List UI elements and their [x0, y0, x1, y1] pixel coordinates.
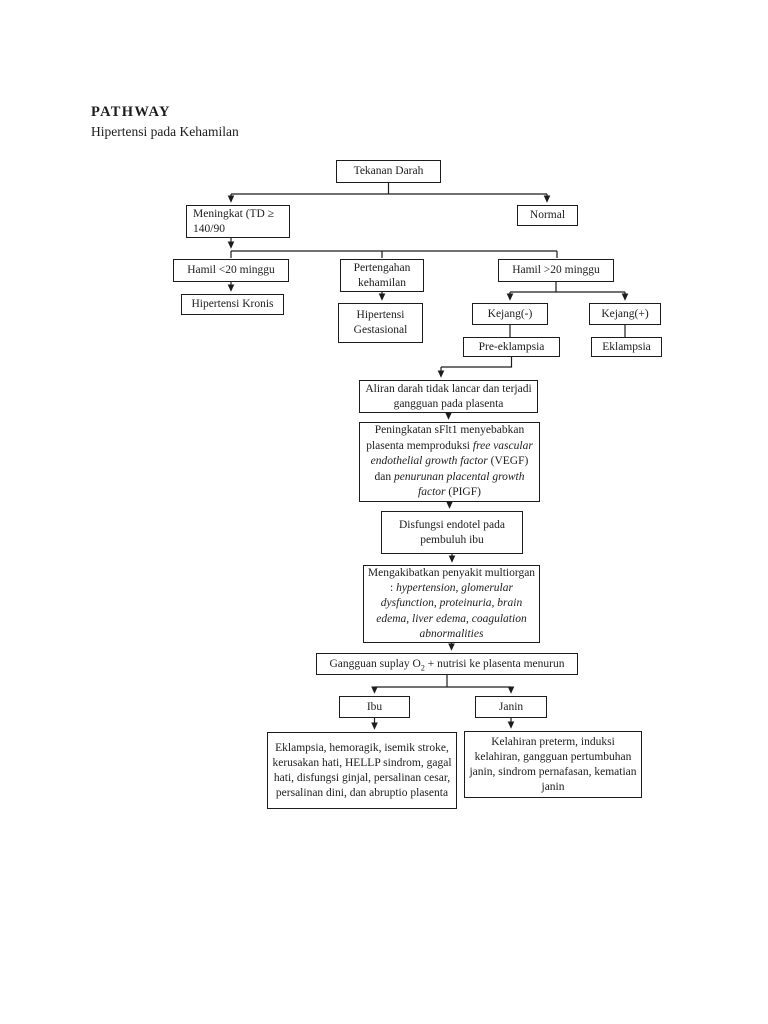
node-pertengahan-kehamilan: Pertengahan kehamilan	[340, 259, 424, 292]
node-ibu-outcome: Eklampsia, hemoragik, isemik stroke, ker…	[267, 732, 457, 809]
page-subtitle: Hipertensi pada Kehamilan	[91, 124, 239, 139]
node-hamil-lebih-20-minggu: Hamil >20 minggu	[498, 259, 614, 282]
node-janin: Janin	[475, 696, 547, 718]
node-tekanan-darah: Tekanan Darah	[336, 160, 441, 183]
node-aliran-darah: Aliran darah tidak lancar dan terjadi ga…	[359, 380, 538, 413]
node-kejang-positif: Kejang(+)	[589, 303, 661, 325]
page-title: PATHWAY	[91, 104, 171, 120]
node-janin-outcome: Kelahiran preterm, induksi kelahiran, ga…	[464, 731, 642, 798]
node-meningkat-td: Meningkat (TD ≥ 140/90	[186, 205, 290, 238]
node-disfungsi-endotel: Disfungsi endotel pada pembuluh ibu	[381, 511, 523, 554]
node-kejang-negatif: Kejang(-)	[472, 303, 548, 325]
node-eklampsia: Eklampsia	[591, 337, 662, 357]
node-ibu: Ibu	[339, 696, 410, 718]
node-pre-eklampsia: Pre-eklampsia	[463, 337, 560, 357]
node-hipertensi-kronis: Hipertensi Kronis	[181, 294, 284, 315]
node-hamil-kurang-20-minggu: Hamil <20 minggu	[173, 259, 289, 282]
node-gangguan-suplay-o2: Gangguan suplay O2 + nutrisi ke plasenta…	[316, 653, 578, 675]
node-normal: Normal	[517, 205, 578, 226]
node-hipertensi-gestasional: Hipertensi Gestasional	[338, 303, 423, 343]
node-peningkatan-sflt1: Peningkatan sFlt1 menyebabkan plasenta m…	[359, 422, 540, 502]
node-penyakit-multiorgan: Mengakibatkan penyakit multiorgan : hype…	[363, 565, 540, 643]
